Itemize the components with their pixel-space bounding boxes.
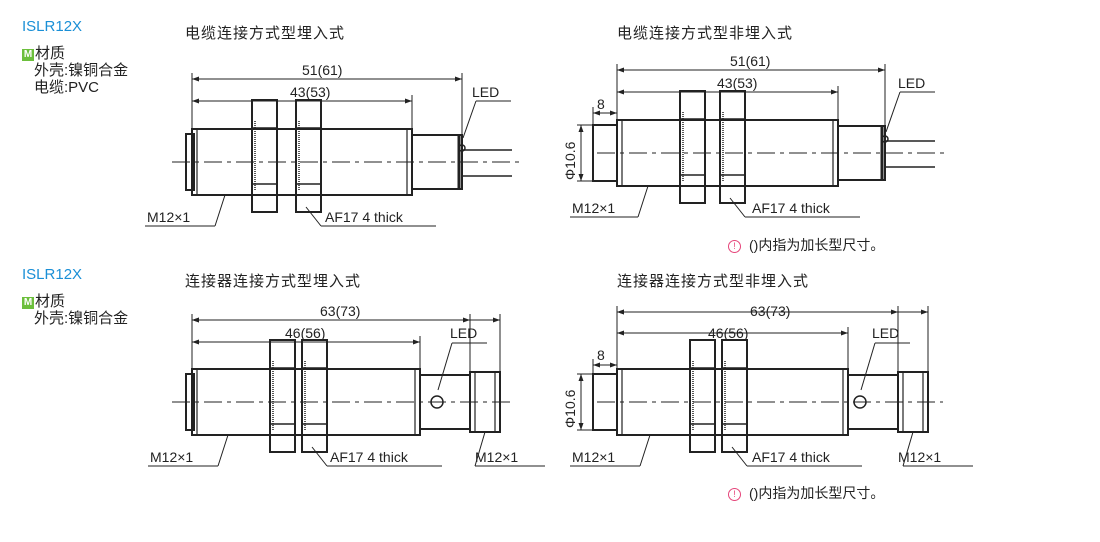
note: ! ()内指为加长型尺寸。 [728, 235, 884, 255]
model-name: ISLR12X [22, 18, 83, 35]
model-name: ISLR12X [22, 266, 83, 283]
info-icon: ! [728, 240, 741, 253]
connector-leader [902, 431, 914, 467]
dimension-diameter-arrows [578, 125, 584, 181]
lock-nut [689, 339, 716, 453]
material-title: 材质 [35, 293, 66, 310]
thread-label: M12×1 [572, 200, 615, 216]
nut-leader [731, 446, 748, 467]
thread-leader [217, 434, 229, 467]
lock-nut [295, 99, 322, 213]
diameter-label: Φ10.6 [562, 389, 578, 428]
led-indicator [881, 135, 889, 143]
led-label: LED [472, 84, 499, 100]
dim-body-label: 43(53) [717, 75, 757, 91]
led-leader [462, 100, 477, 139]
material-badge-icon: M [22, 297, 34, 309]
led-label: LED [898, 75, 925, 91]
led-leader [437, 342, 453, 391]
dim-body-label: 43(53) [290, 84, 330, 100]
led-label: LED [450, 325, 477, 341]
lock-nut [251, 99, 278, 213]
thread-leader [639, 434, 651, 467]
dim-total-label: 63(73) [750, 303, 790, 319]
dim-front-label: 8 [597, 96, 605, 112]
nut-label: AF17 4 thick [752, 449, 831, 465]
dim-total-label: 63(73) [320, 303, 360, 319]
drawing-title: 连接器连接方式型埋入式 [185, 273, 362, 290]
nut-leader [311, 446, 328, 467]
diameter-label: Φ10.6 [562, 141, 578, 180]
drawing-title: 电缆连接方式型非埋入式 [617, 25, 794, 42]
thread-leader [214, 194, 226, 227]
dim-total-label: 51(61) [302, 62, 342, 78]
note-text: ()内指为加长型尺寸。 [749, 237, 885, 253]
nut-leader [729, 197, 746, 218]
lock-nut [269, 339, 296, 453]
nut-leader [305, 206, 322, 227]
nut-label: AF17 4 thick [325, 209, 404, 225]
connector-thread-label: M12×1 [898, 449, 941, 465]
led-leader [860, 342, 876, 391]
dim-body-label: 46(56) [285, 325, 325, 341]
material-title: 材质 [35, 45, 66, 62]
lock-nut [719, 90, 746, 204]
dimension-front-arrows [593, 362, 617, 368]
material-badge-icon: M [22, 49, 34, 61]
material-housing: 外壳:镍铜合金 [34, 62, 129, 79]
material-housing: 外壳:镍铜合金 [34, 310, 129, 327]
led-indicator [458, 144, 466, 152]
lock-nut [721, 339, 748, 453]
led-label: LED [872, 325, 899, 341]
dimension-diameter-arrows [578, 374, 584, 430]
note-text: ()内指为加长型尺寸。 [749, 485, 885, 501]
nut-label: AF17 4 thick [330, 449, 409, 465]
dim-body-label: 46(56) [708, 325, 748, 341]
dim-front-label: 8 [597, 347, 605, 363]
note: ! ()内指为加长型尺寸。 [728, 483, 884, 503]
info-icon: ! [728, 488, 741, 501]
led-leader [885, 91, 901, 133]
lock-nut [301, 339, 328, 453]
thread-label: M12×1 [572, 449, 615, 465]
drawing-title: 电缆连接方式型埋入式 [185, 25, 346, 42]
thread-label: M12×1 [147, 209, 190, 225]
connector-leader [474, 431, 486, 467]
drawing-title: 连接器连接方式型非埋入式 [617, 273, 810, 290]
lock-nut [679, 90, 706, 204]
thread-label: M12×1 [150, 449, 193, 465]
nut-label: AF17 4 thick [752, 200, 831, 216]
material-cable: 电缆:PVC [34, 79, 100, 96]
thread-leader [637, 185, 649, 218]
dim-total-label: 51(61) [730, 53, 770, 69]
dimension-front-arrows [593, 110, 617, 116]
connector-thread-label: M12×1 [475, 449, 518, 465]
